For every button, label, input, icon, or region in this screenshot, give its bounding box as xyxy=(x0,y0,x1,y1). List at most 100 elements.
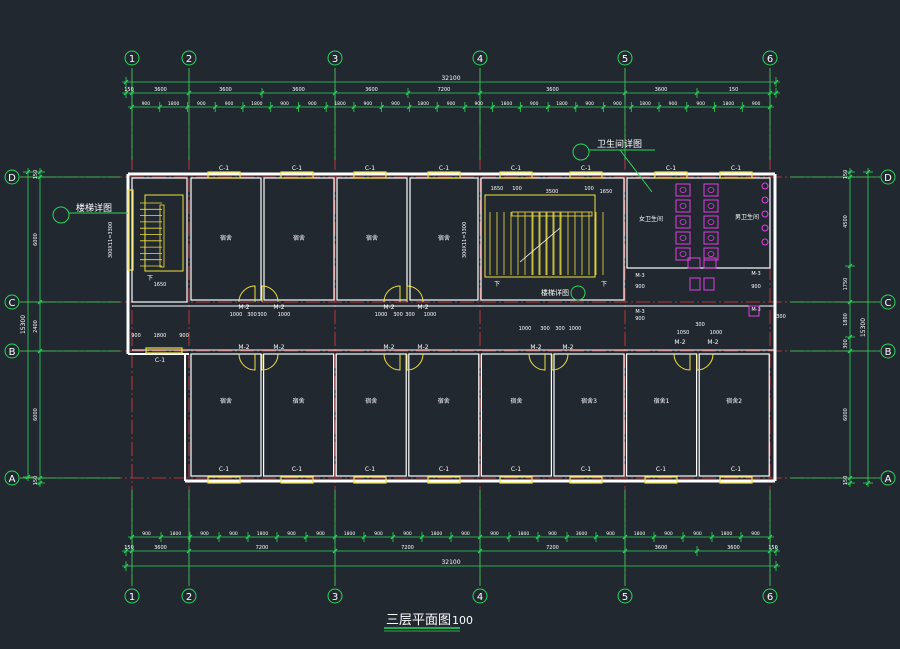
door-swing xyxy=(696,353,714,371)
door-label: M-2 xyxy=(273,344,284,351)
walls xyxy=(126,172,777,483)
dim-text: 900 xyxy=(200,531,209,537)
dim-tick-slash xyxy=(622,548,628,554)
dim-text: 900 xyxy=(142,531,151,537)
urinal xyxy=(761,238,769,246)
dim-tick-slash xyxy=(25,169,31,175)
dim-tick-slash xyxy=(680,534,686,540)
dim-tick-slash xyxy=(323,104,329,110)
dim-tick-slash xyxy=(773,90,779,96)
door-label: M-2 xyxy=(273,304,284,311)
window-top xyxy=(207,171,241,179)
grid-label-top: 2 xyxy=(186,54,192,65)
door-swing xyxy=(261,285,279,303)
window-top xyxy=(569,171,603,179)
dim-text: 1800 xyxy=(168,101,180,107)
dim-text: 150 xyxy=(768,545,778,551)
room-label-wc: 男卫生间 xyxy=(735,213,759,221)
dim-tick-slash xyxy=(123,563,129,569)
door-label-small: M-3 xyxy=(635,273,644,279)
grid-label-bottom: 6 xyxy=(767,592,773,603)
dim-tick-slash xyxy=(767,534,773,540)
window-label: C-1 xyxy=(511,466,521,473)
dim-text: 3600 xyxy=(365,87,378,93)
dim-tick-slash xyxy=(767,548,773,554)
dim-tick-slash xyxy=(129,534,135,540)
dim-tick-slash xyxy=(274,534,280,540)
window-label: C-1 xyxy=(656,466,666,473)
window-bottom xyxy=(499,476,533,484)
dim-tick-slash xyxy=(332,548,338,554)
mop-sink xyxy=(703,277,715,291)
dim-text: 32100 xyxy=(441,559,460,566)
title-scale: 100 xyxy=(452,614,473,627)
small-dim: 900 xyxy=(635,316,645,322)
door-dim: 300 xyxy=(695,322,705,328)
dim-tick-slash xyxy=(332,90,338,96)
dim-tick-slash xyxy=(158,534,164,540)
dim-text: 900 xyxy=(606,531,615,537)
dim-tick-slash xyxy=(462,104,468,110)
dim-tick-slash xyxy=(296,104,301,110)
dim-text: 900 xyxy=(229,531,238,537)
urinal xyxy=(761,210,769,218)
dim-text: 900 xyxy=(548,531,557,537)
grid-bubble-bottom xyxy=(124,588,140,604)
grid-label-right: B xyxy=(885,347,892,358)
door-dim: 1050 xyxy=(677,330,690,336)
dim-tick-slash xyxy=(268,104,274,110)
room-label-bottom: 宿舍 xyxy=(293,397,305,405)
door-swing xyxy=(673,353,691,371)
window-label: C-1 xyxy=(155,357,165,364)
dim-text: 7200 xyxy=(401,545,414,551)
door-dim: 300 xyxy=(393,312,403,318)
dim-tick-slash xyxy=(847,169,853,175)
toilet-bowl xyxy=(707,203,715,209)
dim-tick-slash xyxy=(694,90,700,96)
dim-text: 1800 xyxy=(721,531,733,537)
dim-tick-slash xyxy=(123,548,129,554)
grid-bubble-left xyxy=(4,169,20,185)
dim-tick-slash xyxy=(865,169,871,175)
dim-text: 900 xyxy=(530,101,539,107)
dim-tick-slash xyxy=(37,480,43,486)
dim-tick-slash xyxy=(593,534,599,540)
dim-text: 900 xyxy=(461,531,470,537)
dim-tick-slash xyxy=(419,534,425,540)
door-dim: 1000 xyxy=(424,312,437,318)
toilet-bowl xyxy=(679,203,687,209)
stair-rail xyxy=(159,204,165,268)
grid-bubble-right xyxy=(880,343,896,359)
small-dim: 1800 xyxy=(154,333,167,339)
dim-tick-slash xyxy=(448,534,454,540)
dim-text: 900 xyxy=(363,101,372,107)
window-label: C-1 xyxy=(731,165,741,172)
grid-label-right: C xyxy=(885,298,892,309)
room-label-bottom: 宿舍1 xyxy=(654,397,670,405)
door-label: M-2 xyxy=(238,304,249,311)
stair-rail xyxy=(511,211,593,217)
grid-label-bottom: 5 xyxy=(622,592,628,603)
dim-text: 1800 xyxy=(518,531,530,537)
stair-down: 下 xyxy=(147,275,153,282)
window-bottom xyxy=(644,476,678,484)
grid-label-left: D xyxy=(8,173,16,184)
window-bottom xyxy=(207,476,241,484)
dim-text: 7200 xyxy=(546,545,559,551)
toilet xyxy=(703,183,719,197)
dim-text: 6000 xyxy=(843,408,849,421)
grid-label-right: D xyxy=(884,173,892,184)
dim-text: 150 xyxy=(33,170,39,180)
room-label-bottom: 宿舍3 xyxy=(581,397,597,405)
window-label: C-1 xyxy=(511,165,521,172)
grid-bubble-bottom xyxy=(617,588,633,604)
dim-tick-slash xyxy=(490,104,496,110)
dim-tick-slash xyxy=(259,90,265,96)
dim-text: 150 xyxy=(124,87,134,93)
room-label-bottom: 宿舍 xyxy=(365,397,377,405)
door-label: M-2 xyxy=(383,304,394,311)
dim-text: 2400 xyxy=(33,320,39,333)
dim-tick-slash xyxy=(129,104,135,110)
